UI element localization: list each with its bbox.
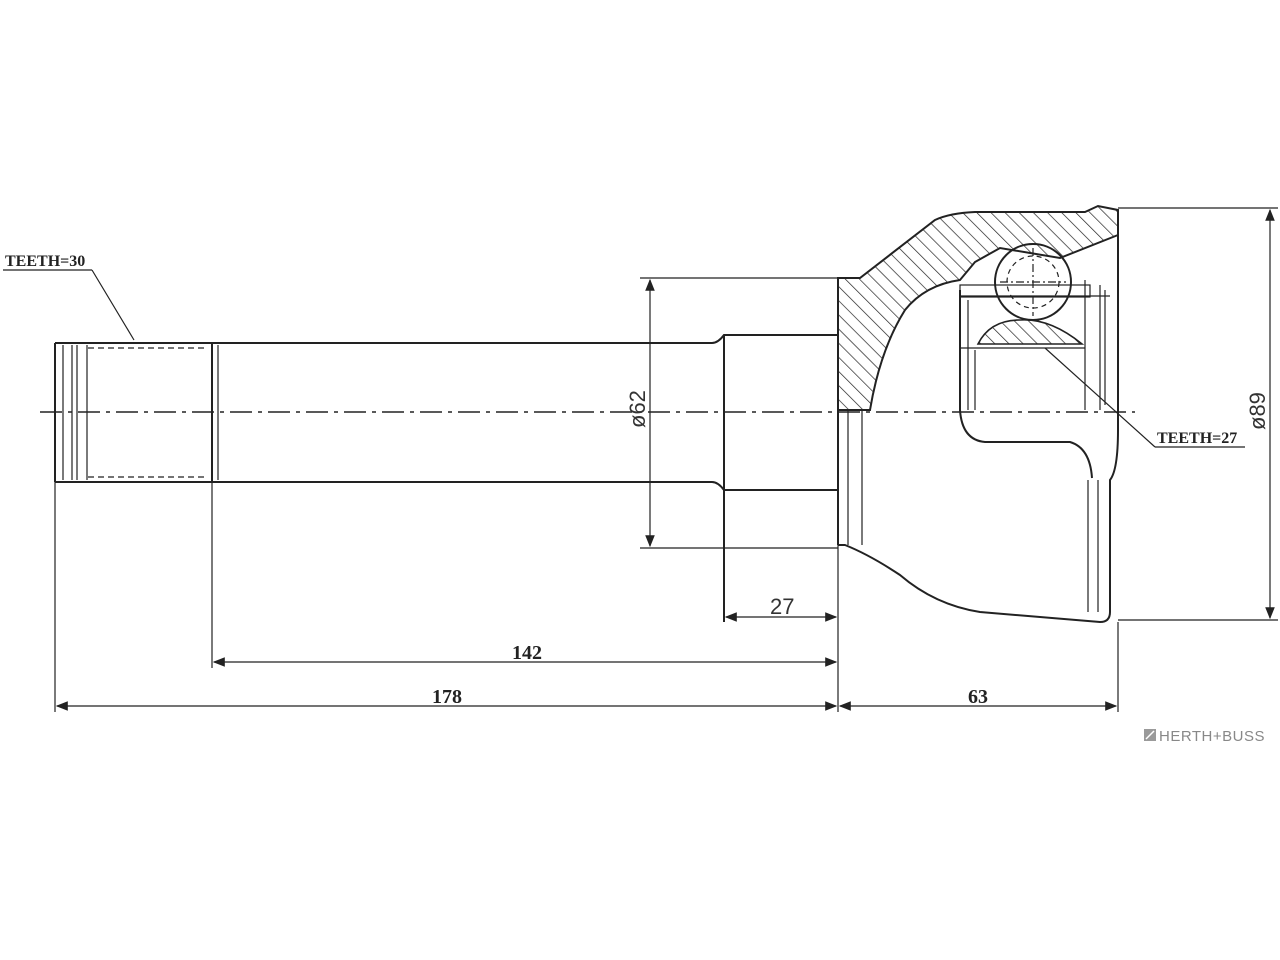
brand-name: HERTH+BUSS <box>1159 728 1265 745</box>
dim-len27-label: 27 <box>770 594 794 619</box>
dim-d89-label: ø89 <box>1245 392 1270 430</box>
dimension-len63: 63 <box>838 622 1119 712</box>
dimension-d62: ø62 <box>625 277 838 549</box>
spline-shaft-end <box>54 342 220 483</box>
dim-d62-label: ø62 <box>625 390 650 428</box>
outer-housing <box>837 204 1119 624</box>
dimension-len142: 142 <box>211 482 838 668</box>
dimension-d89: ø89 <box>1118 207 1278 621</box>
dim-len178-label: 178 <box>432 686 462 708</box>
herth-buss-logo-icon <box>1144 729 1156 741</box>
dimension-len27: 27 <box>724 594 838 622</box>
teeth-left-callout: TEETH=30 <box>3 253 135 341</box>
brand-watermark: HERTH+BUSS <box>1144 728 1265 745</box>
dim-len63-label: 63 <box>968 686 988 708</box>
teeth-left-label: TEETH=30 <box>5 253 85 270</box>
dim-len142-label: 142 <box>512 642 542 664</box>
dimension-len178: 178 <box>54 482 839 712</box>
shaft-body <box>220 334 838 622</box>
teeth-right-callout: TEETH=27 <box>1044 347 1245 448</box>
teeth-right-label: TEETH=27 <box>1157 430 1237 447</box>
